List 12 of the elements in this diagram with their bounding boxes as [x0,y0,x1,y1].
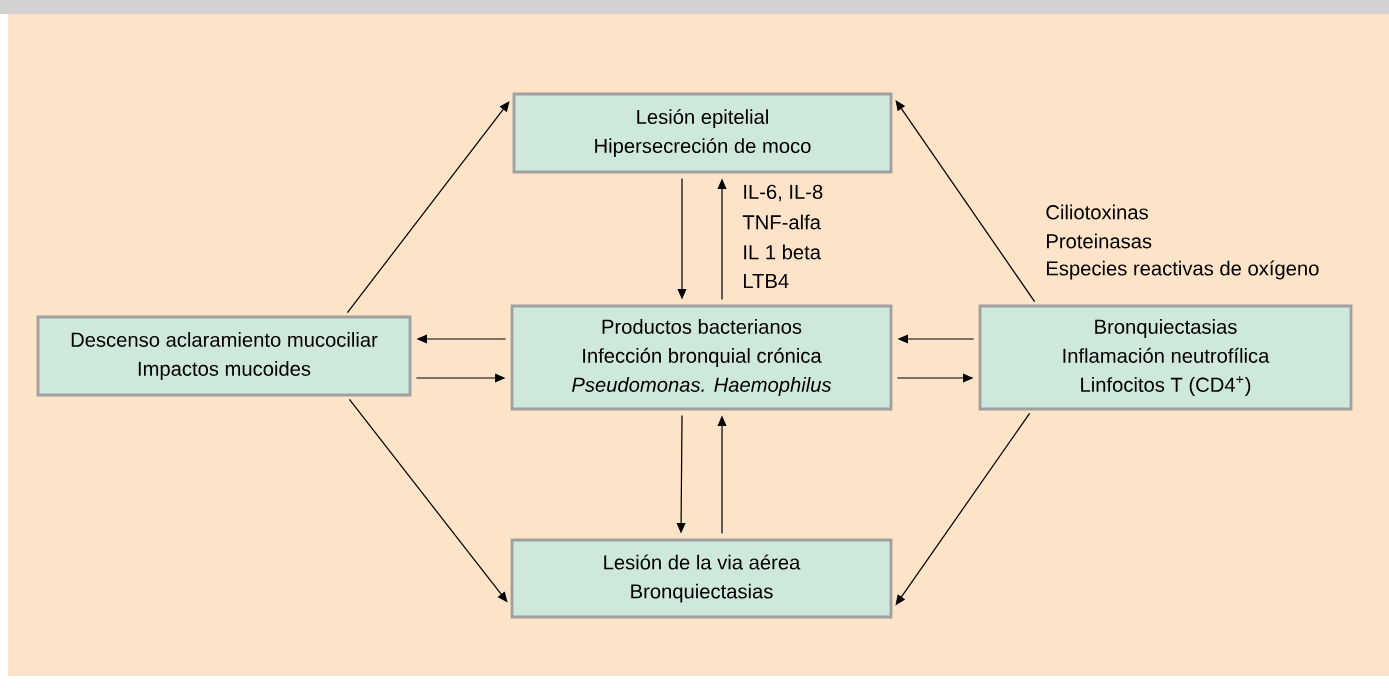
process-box: Descenso aclaramiento mucociliar Impactos mucoides [36,315,412,397]
annotation-text: TNF-alfa [742,214,821,230]
process-box: Lesión epitelial Hipersecreción de moco [512,92,893,174]
arrow [895,100,1036,303]
annotation-text: Proteinasas [1047,233,1152,249]
annotation-text: Especies reactivas de oxígeno [1047,260,1319,280]
arrow [346,101,510,314]
annotation-text: Ciliotoxinas [1046,204,1148,220]
process-box: Lesión de la via aérea Bronquiectasias [510,538,893,619]
process-box: Productos bacterianos Infección bronquial crónica Pseudomonas. Haemophilus [510,304,893,411]
process-box: Bronquiectasias Inflamación neutrofílica Linfocitos T (CD4$^{+}$) [978,304,1353,411]
annotation-text: IL 1 beta [744,244,821,260]
